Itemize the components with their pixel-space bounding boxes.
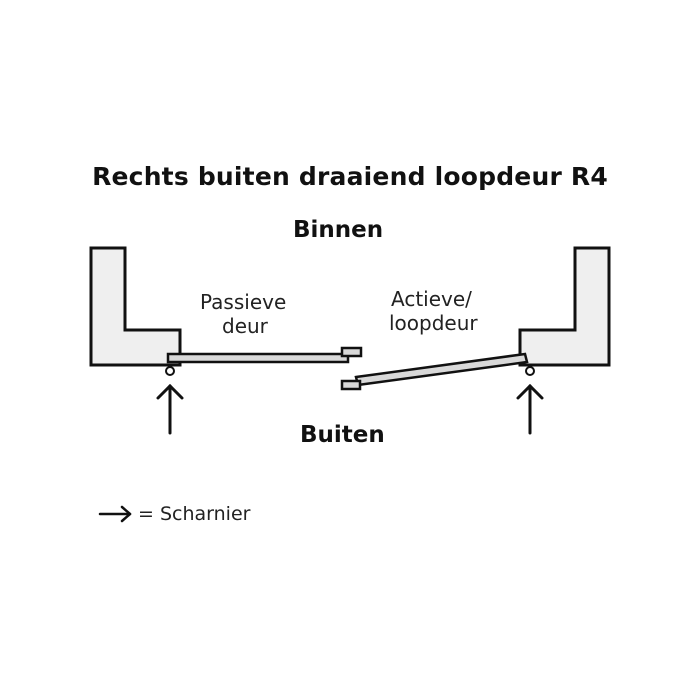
legend-text: = Scharnier [138, 503, 251, 525]
right-hinge-arrow-icon [516, 383, 544, 435]
legend: = Scharnier [98, 501, 250, 527]
passive-door-leaf [166, 352, 350, 364]
active-door [340, 352, 535, 391]
right-wall [518, 246, 611, 367]
active-door-label-line2: loopdeur [389, 311, 478, 335]
passive-door-label-line2: deur [222, 314, 268, 338]
passive-door [165, 346, 363, 376]
passive-door-label: Passieve deur [200, 290, 286, 338]
inside-label: Binnen [293, 217, 384, 243]
active-door-label: Actieve/ loopdeur [389, 287, 478, 335]
passive-door-tab [340, 346, 363, 358]
passive-door-label-line1: Passieve [200, 290, 287, 314]
right-hinge-icon [525, 366, 535, 376]
left-wall [89, 246, 182, 367]
outside-label: Buiten [300, 422, 385, 448]
left-hinge-icon [165, 366, 175, 376]
active-door-leaf [354, 352, 529, 387]
active-door-label-line1: Actieve/ [391, 287, 472, 311]
left-hinge-arrow-icon [156, 383, 184, 435]
active-door-tab [340, 379, 362, 391]
diagram-title: Rechts buiten draaiend loopdeur R4 [92, 162, 608, 191]
arrow-right-icon [98, 505, 132, 523]
